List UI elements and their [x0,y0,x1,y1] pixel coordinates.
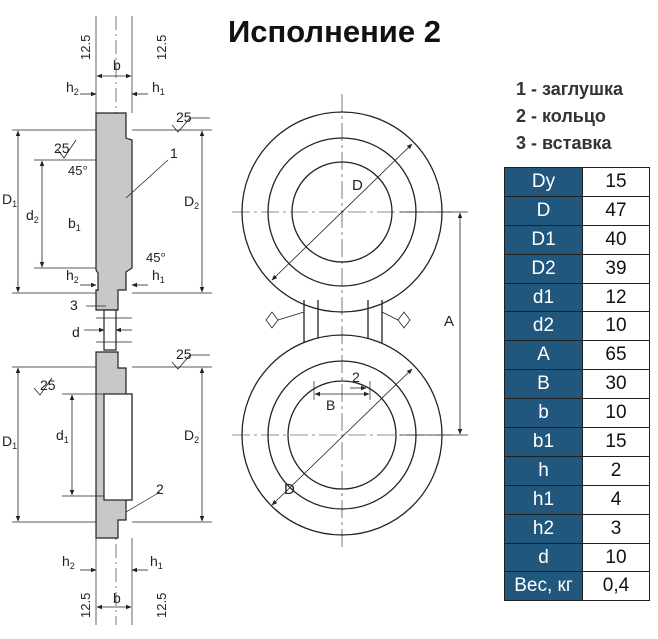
legend-item-1: 1 - заглушка [516,79,624,99]
param-value: 4 [582,484,650,515]
param-value: 12 [582,282,650,313]
roughness-bottom-left: 25 [40,377,56,393]
label-h1-mid: h1 [152,267,165,285]
part-label-2: 2 [156,481,164,497]
label-h2-top: h2 [66,79,79,97]
label-d2: d2 [26,207,39,225]
label-B: B [326,397,335,413]
param-name: D [504,195,583,226]
label-D2-top: D2 [184,193,199,211]
param-name: b [504,398,583,429]
parts-legend: 1 - заглушка 2 - кольцо 3 - вставка [516,76,623,157]
param-value: 15 [582,427,650,457]
param-name: h [504,455,583,486]
plug-part [95,112,133,311]
param-name: b1 [504,427,583,457]
angle-bottom: 45° [146,250,166,265]
label-d-insert: d [72,324,80,340]
label-D2-bottom: D2 [184,427,199,445]
dim-12-5-bottom-right: 12.5 [154,593,169,618]
legend-item-2: 2 - кольцо [516,106,606,126]
param-name: Вес, кг [504,571,583,602]
label-h2-bottom: h2 [62,553,75,571]
param-value: 39 [582,253,650,284]
page-title: Исполнение 2 [228,14,441,49]
side-section-view [12,16,212,625]
param-value: 0,4 [582,571,650,602]
param-value: 2 [582,455,650,486]
side-view-labels: 12.5 12.5 12.5 12.5 b b h2 h1 h2 h1 h2 h… [2,35,199,618]
param-value: 40 [582,224,650,255]
front-view-labels: D D A B 2 [284,177,454,498]
label-h1-top: h1 [152,79,165,97]
angle-top: 45° [68,163,88,178]
param-name: d2 [504,311,583,342]
label-h2-mid: h2 [66,267,79,285]
dim-12-5-top-left: 12.5 [78,35,93,60]
label-A: A [444,313,454,330]
param-value: 10 [582,542,650,573]
part-label-1: 1 [170,145,178,161]
label-b-top: b [113,57,121,73]
param-name: D1 [504,224,583,255]
roughness-bottom-right: 25 [176,346,192,362]
label-d1: d1 [56,427,69,445]
label-h1-bottom: h1 [150,553,163,571]
param-name: d1 [504,282,583,313]
label-D-bottom: D [284,481,295,498]
param-value: 15 [582,167,650,197]
param-name: D2 [504,253,583,284]
label-b1: b1 [68,215,81,233]
param-name: h2 [504,513,583,544]
param-name: d [504,542,583,573]
label-D1-top: D1 [2,191,17,209]
param-name: A [504,340,583,371]
label-D-top: D [352,177,363,194]
param-value: 30 [582,369,650,400]
param-value: 47 [582,195,650,226]
legend-item-3: 3 - вставка [516,133,612,153]
param-value: 3 [582,513,650,544]
param-value: 10 [582,311,650,342]
param-name: h1 [504,484,583,515]
part-label-3: 3 [70,297,78,313]
front-view [232,94,468,548]
param-value: 10 [582,398,650,429]
roughness-top-left: 25 [54,140,70,156]
label-2-depth: 2 [352,369,360,385]
param-name: B [504,369,583,400]
roughness-top-right: 25 [176,109,192,125]
technical-drawing: 12.5 12.5 12.5 12.5 b b h2 h1 h2 h1 h2 h… [2,16,468,625]
label-D1-bottom: D1 [2,433,17,451]
dim-12-5-top-right: 12.5 [154,35,169,60]
dim-12-5-bottom-left: 12.5 [78,593,93,618]
param-value: 65 [582,340,650,371]
param-name: Dy [504,167,583,197]
label-b-bottom: b [113,590,121,606]
insert-part [103,309,117,351]
